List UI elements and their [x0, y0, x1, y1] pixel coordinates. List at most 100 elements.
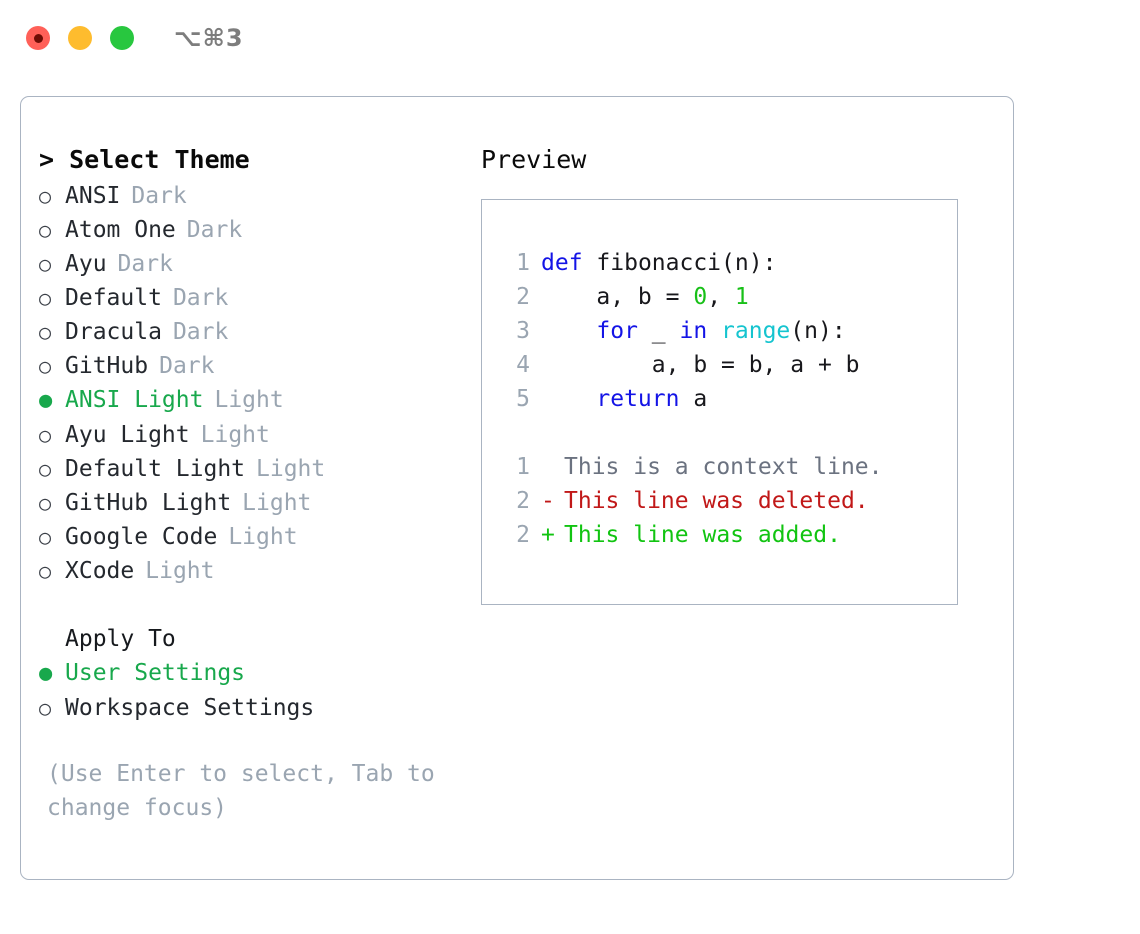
keyboard-hint-text: (Use Enter to select, Tab to change focu…: [47, 761, 449, 821]
code-line-text: a, b = 0, 1: [541, 280, 749, 314]
record-indicator-icon: [33, 33, 43, 43]
spacer: [134, 554, 145, 588]
code-token: a, b = b, a + b: [541, 352, 860, 378]
theme-option-label: Google Code: [65, 524, 218, 550]
theme-option-label: Ayu: [65, 251, 107, 277]
diff-line-number: 2: [516, 488, 530, 514]
diff-line: 1 This is a context line.: [496, 450, 957, 484]
theme-option-atom-one[interactable]: ○ Atom One Dark: [39, 213, 481, 247]
theme-option-ansi[interactable]: ○ANSI Dark: [39, 179, 481, 213]
spacer: [231, 486, 242, 520]
spacer: [162, 281, 173, 315]
code-line-text: a, b = b, a + b: [541, 348, 860, 382]
diff-line-text: This line was added.: [564, 522, 841, 548]
diff-line-text: This line was deleted.: [564, 488, 869, 514]
radio-unselected-icon: ○: [39, 559, 52, 583]
theme-option-ayu-light[interactable]: ○Ayu Light Light: [39, 418, 481, 452]
apply-to-option-user-settings[interactable]: ●User Settings: [39, 656, 481, 691]
diff-marker: [541, 450, 564, 484]
code-token: (n):: [721, 250, 777, 276]
theme-selection-column: > Select Theme ○ANSI Dark○Atom One Dark○…: [21, 143, 481, 825]
minimize-button[interactable]: [68, 26, 92, 50]
code-token: 0: [693, 284, 708, 310]
preview-spacer: [496, 416, 957, 450]
diff-line: 2-This line was deleted.: [496, 484, 957, 518]
spacer: [120, 179, 131, 213]
code-line: 4 a, b = b, a + b: [496, 348, 957, 382]
theme-option-label: Dracula: [65, 319, 162, 345]
theme-option-label: Atom One: [65, 217, 176, 243]
theme-option-ansi-light[interactable]: ●ANSI Light Light: [39, 383, 481, 418]
spacer: [217, 520, 228, 554]
spacer: [176, 213, 187, 247]
theme-option-ayu[interactable]: ○ Ayu Dark: [39, 247, 481, 281]
radio-selected-icon: ●: [39, 388, 53, 413]
code-token: def: [541, 250, 583, 276]
radio-unselected-icon: ○: [39, 218, 52, 242]
code-token: _: [637, 318, 680, 344]
code-token: 1: [734, 284, 749, 310]
code-line-text: for _ in range(n):: [541, 314, 846, 348]
theme-option-xcode[interactable]: ○XCode Light: [39, 554, 481, 588]
radio-unselected-icon: ○: [39, 696, 52, 720]
spacer: [162, 315, 173, 349]
radio-unselected-icon: ○: [39, 457, 52, 481]
code-line: 5 return a: [496, 382, 957, 416]
theme-option-kind: Light: [145, 558, 215, 584]
spacer: [148, 349, 159, 383]
diff-line: 2+This line was added.: [496, 518, 957, 552]
spacer: [203, 383, 214, 417]
close-button[interactable]: [26, 26, 50, 50]
theme-option-default[interactable]: ○Default Dark: [39, 281, 481, 315]
theme-option-google-code[interactable]: ○Google Code Light: [39, 520, 481, 554]
code-token: [707, 318, 721, 344]
theme-option-kind: Light: [214, 387, 284, 413]
code-line-number: 4: [516, 352, 530, 378]
radio-unselected-icon: ○: [39, 184, 52, 208]
theme-option-github-light[interactable]: ○GitHub Light Light: [39, 486, 481, 520]
window-controls: [26, 26, 134, 50]
select-theme-header: > Select Theme: [39, 145, 250, 174]
code-token: (n):: [790, 318, 846, 344]
code-token: a: [679, 386, 708, 412]
code-token: fibonacci: [596, 250, 722, 276]
theme-option-kind: Dark: [172, 285, 229, 311]
spacer: [107, 247, 118, 281]
radio-unselected-icon: ○: [39, 320, 52, 344]
code-line-number: 2: [516, 284, 530, 310]
apply-to-header: Apply To: [65, 626, 176, 652]
code-token: [583, 250, 597, 276]
theme-option-kind: Light: [228, 524, 298, 550]
code-line: 1 def fibonacci(n):: [496, 246, 957, 280]
radio-unselected-icon: ○: [39, 423, 52, 447]
theme-option-github[interactable]: ○GitHub Dark: [39, 349, 481, 383]
diff-sample: 1 This is a context line.2-This line was…: [496, 450, 957, 552]
theme-option-kind: Dark: [186, 217, 243, 243]
theme-picker-dialog: > Select Theme ○ANSI Dark○Atom One Dark○…: [20, 96, 1014, 880]
radio-unselected-icon: ○: [39, 252, 52, 276]
theme-option-default-light[interactable]: ○ Default Light Light: [39, 452, 481, 486]
theme-option-kind: Dark: [159, 353, 215, 379]
theme-option-label: GitHub Light: [65, 490, 232, 516]
code-line-number: 3: [516, 318, 530, 344]
theme-list: ○ANSI Dark○Atom One Dark○Ayu Dark○Defaul…: [39, 179, 481, 588]
code-line-number: 1: [516, 250, 530, 276]
code-line: 3 for _ in range(n):: [496, 314, 957, 348]
diff-line-text: This is a context line.: [564, 454, 883, 480]
theme-option-dracula[interactable]: ○ Dracula Dark: [39, 315, 481, 349]
apply-to-option-workspace-settings[interactable]: ○Workspace Settings: [39, 691, 481, 725]
theme-option-label: Default: [65, 285, 162, 311]
maximize-button[interactable]: [110, 26, 134, 50]
theme-option-kind: Light: [256, 456, 326, 482]
theme-option-label: GitHub: [65, 353, 149, 379]
code-token: range: [721, 318, 791, 344]
apply-to-list: ●User Settings○Workspace Settings: [39, 656, 481, 725]
theme-option-label: Default Light: [65, 456, 246, 482]
theme-option-kind: Dark: [131, 183, 187, 209]
code-token: in: [679, 318, 708, 344]
theme-option-kind: Dark: [172, 319, 229, 345]
theme-option-kind: Dark: [117, 251, 173, 277]
